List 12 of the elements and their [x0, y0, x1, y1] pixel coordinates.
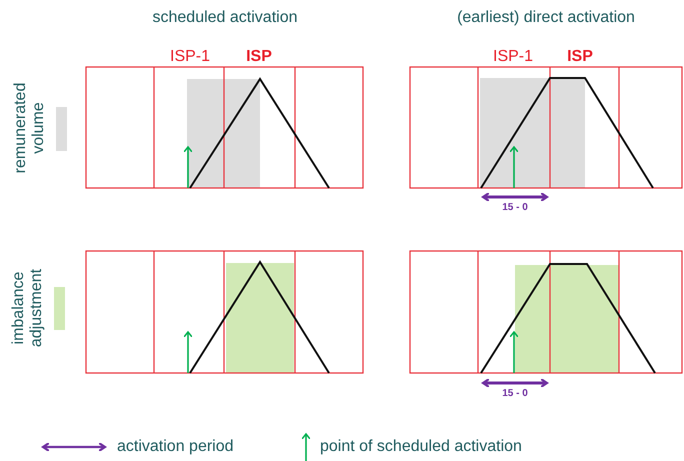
legend-label: point of scheduled activation — [320, 438, 522, 455]
column-title: scheduled activation — [152, 9, 298, 26]
interval-label: ISP-1 — [170, 48, 210, 65]
row-label: imbalance adjustment — [10, 268, 46, 350]
interval-label: ISP — [246, 48, 272, 65]
period-label: 15 - 0 — [502, 388, 528, 400]
interval-label: ISP — [567, 48, 593, 65]
legend-label: activation period — [117, 438, 234, 455]
row-label: remunerated volume — [12, 82, 48, 176]
period-label: 15 - 0 — [502, 202, 528, 214]
interval-label: ISP-1 — [493, 48, 533, 65]
column-title: (earliest) direct activation — [457, 9, 635, 26]
